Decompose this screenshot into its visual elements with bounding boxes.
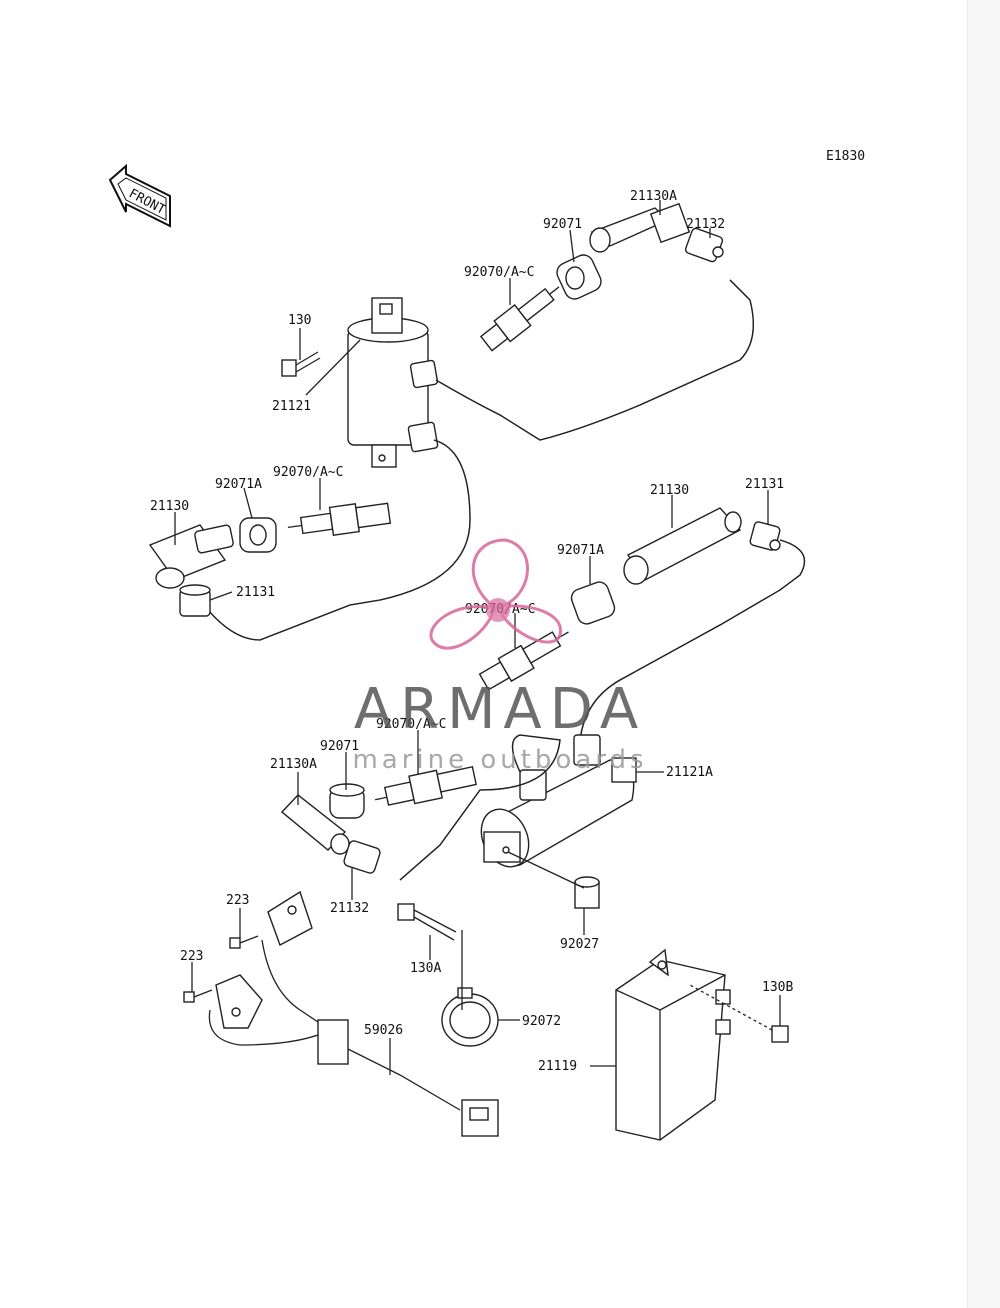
pickup-sensor-upper [267, 890, 313, 946]
pickup-sensor-lower [215, 974, 263, 1029]
ht-lead-lower-right [579, 539, 806, 741]
plug-cap-21130-right [623, 507, 742, 585]
cdi-unit-21119 [615, 948, 731, 1141]
clamp-92072 [441, 987, 499, 1047]
label-92071-top: 92071 [543, 217, 582, 232]
label-21121: 21121 [272, 399, 311, 414]
label-21130-right: 21130 [650, 483, 689, 498]
label-21119: 21119 [538, 1059, 577, 1074]
label-21131-left: 21131 [236, 585, 275, 600]
collar-92027 [574, 876, 600, 909]
label-92071A-right: 92071A [557, 543, 604, 558]
ht-lead-lower-left [399, 734, 561, 881]
label-92072: 92072 [522, 1014, 561, 1029]
label-130: 130 [288, 313, 311, 328]
boot-92071-low [329, 783, 365, 819]
harness-wire [208, 939, 461, 1111]
watermark-logo: ARMADA marine outboards [352, 538, 647, 775]
diagram-code: E1830 [826, 149, 865, 164]
screw-223-a [229, 935, 259, 949]
label-21121A: 21121A [666, 765, 713, 780]
ht-lead-upper-left [199, 439, 471, 641]
plug-cap-21130A-upper [589, 202, 691, 253]
label-21130-left: 21130 [150, 499, 189, 514]
label-21130A-low: 21130A [270, 757, 317, 772]
label-130A: 130A [410, 961, 441, 976]
cap-21132-upper [684, 227, 724, 263]
label-130B: 130B [762, 980, 793, 995]
boot-92071A-right [570, 581, 616, 625]
label-92070-top: 92070/A~C [464, 265, 534, 280]
label-92070-low: 92070/A~C [376, 717, 446, 732]
bolt-130 [281, 351, 321, 377]
front-arrow-icon: FRONT [108, 163, 171, 228]
label-92071A-left: 92071A [215, 477, 262, 492]
ht-lead-upper-right [435, 279, 754, 441]
ignition-coil-lower [480, 734, 637, 868]
spark-plug-mid [478, 631, 569, 691]
cap-21131-left [179, 584, 211, 617]
leader-lines [174, 200, 781, 1075]
page-edge-strip [967, 0, 1000, 1308]
boot-92071A-left [239, 517, 277, 553]
label-92071-low: 92071 [320, 739, 359, 754]
label-21131-right: 21131 [745, 477, 784, 492]
label-223-b: 223 [180, 949, 203, 964]
propeller-icon [429, 538, 562, 650]
label-223-a: 223 [226, 893, 249, 908]
watermark-brand: ARMADA [354, 677, 646, 742]
boot-92071-upper [556, 254, 602, 300]
spark-plug-left [287, 502, 392, 536]
label-92027: 92027 [560, 937, 599, 952]
label-92070-left: 92070/A~C [273, 465, 343, 480]
ignition-coil-upper [347, 297, 439, 468]
spark-plug-upper [479, 286, 560, 352]
label-59026: 59026 [364, 1023, 403, 1038]
harness-connector-59026 [317, 1019, 499, 1137]
watermark-tagline: marine outboards [352, 745, 647, 775]
label-21130A-top: 21130A [630, 189, 677, 204]
label-21132-top: 21132 [686, 217, 725, 232]
label-21132-low: 21132 [330, 901, 369, 916]
cap-21132-low [343, 840, 381, 874]
cap-21131-right [749, 521, 781, 551]
bolt-130A [397, 903, 457, 941]
plug-cap-21130-left [148, 524, 234, 589]
spark-plug-low [374, 765, 477, 806]
screw-223-b [183, 989, 213, 1003]
